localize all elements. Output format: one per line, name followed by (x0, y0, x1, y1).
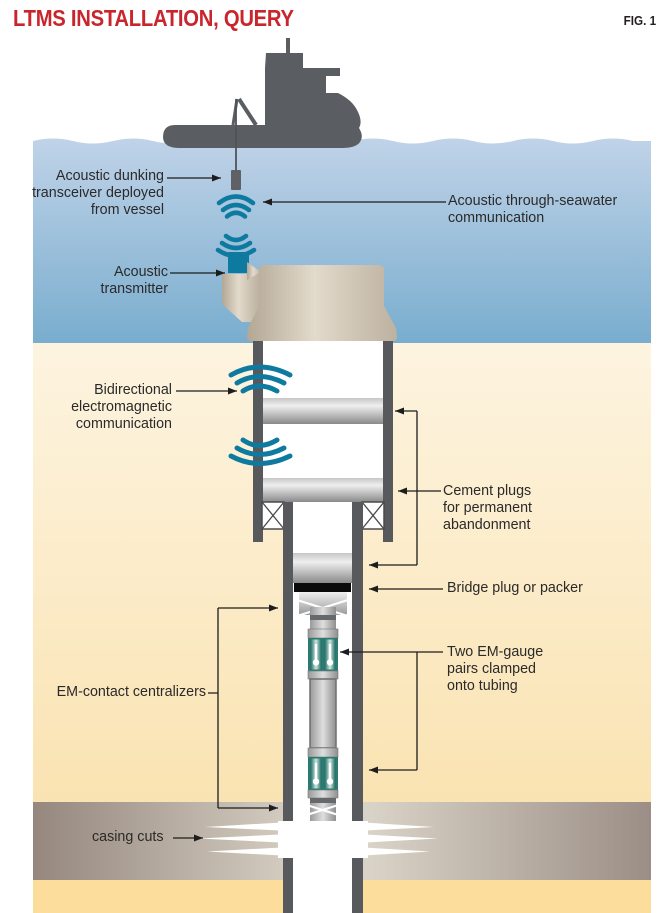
vessel-silhouette (163, 38, 362, 148)
fig-number: FIG. 1 (623, 13, 656, 28)
inner-casing-right-lower (352, 858, 363, 913)
leader-em-gauges-bracket (416, 651, 443, 770)
figure-title: LTMS INSTALLATION, QUERY (13, 5, 294, 31)
transmitter-bracket (222, 274, 259, 322)
outer-casing-left (253, 341, 263, 542)
cement-plug-2 (263, 478, 383, 502)
label-em-gauges: Two EM-gauge pairs clamped onto tubing (447, 644, 544, 694)
label-dunking-transceiver: Acoustic dunking transceiver deployed fr… (32, 168, 164, 218)
tubing-top-band (310, 615, 336, 620)
inner-casing-right-upper (352, 502, 363, 822)
em-gauge-pair-1 (307, 628, 339, 680)
water-layer (33, 138, 651, 343)
centralizer-bottom (293, 799, 352, 821)
dunking-transceiver (231, 170, 241, 190)
label-through-seawater: Acoustic through-seawater communication (448, 193, 618, 226)
em-gauge-pair-2 (307, 747, 339, 799)
tubing-bottom-band (310, 798, 336, 803)
transmitter-wedge (247, 262, 261, 280)
tubing-joint (309, 678, 337, 749)
cement-plug-3 (293, 553, 352, 583)
leader-cement-plugs-bracket (416, 411, 441, 565)
packer-hatch-right (361, 501, 385, 530)
leader-lines (167, 174, 446, 842)
crane-leg-front (237, 97, 258, 127)
casing-cut-burst (199, 821, 438, 858)
cement-plug-1 (263, 398, 383, 424)
label-casing-cuts: casing cuts (92, 829, 164, 845)
label-bidirectional-em: Bidirectional electromagnetic communicat… (71, 382, 172, 432)
acoustic-transmitter (228, 252, 249, 273)
wellhead-body (247, 265, 397, 341)
em-wave-upper-icon (228, 364, 293, 394)
packer-hatch-left (261, 501, 285, 530)
em-wave-lower-icon (228, 437, 293, 466)
label-acoustic-transmitter: Acoustic transmitter (100, 264, 168, 297)
label-cement-plugs: Cement plugs for permanent abandonment (443, 483, 533, 533)
label-bridge-plug: Bridge plug or packer (447, 580, 583, 596)
inner-casing-left-lower (283, 858, 293, 913)
bridge-plug-bar (294, 583, 351, 592)
outer-casing-right (383, 341, 393, 542)
label-centralizers: EM-contact centralizers (56, 684, 206, 700)
leader-centralizers-bracket (208, 608, 219, 808)
inner-casing-left-upper (283, 502, 293, 822)
acoustic-wave-down-icon (216, 194, 256, 219)
